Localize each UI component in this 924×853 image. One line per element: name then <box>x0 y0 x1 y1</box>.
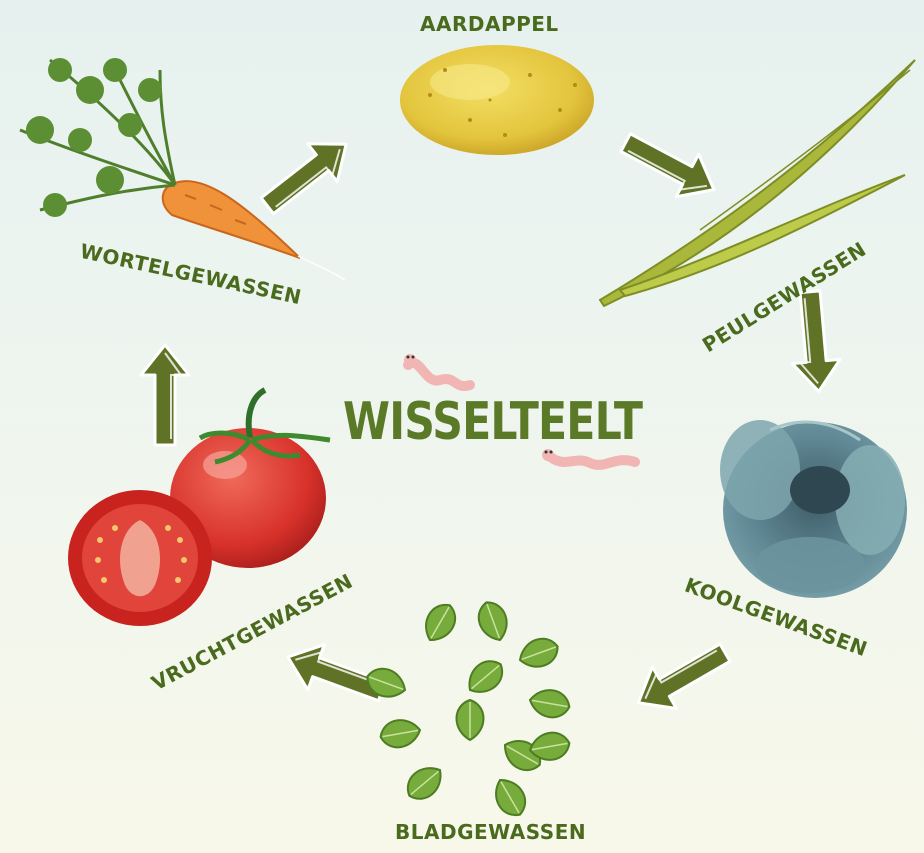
cabbage-image <box>720 420 907 598</box>
spinach-image <box>363 598 572 822</box>
tomato-image <box>68 390 330 626</box>
potato-image <box>400 45 594 155</box>
arrow-root-to-potato <box>253 125 361 224</box>
arrow-legumes-to-cabbage <box>786 290 843 394</box>
label-aardappel: AARDAPPEL <box>420 12 559 36</box>
arrow-potato-to-legumes <box>614 121 725 210</box>
worm-top <box>404 354 470 386</box>
label-bladgewassen: BLADGEWASSEN <box>395 820 586 844</box>
arrow-fruit-to-root <box>141 345 189 445</box>
arrow-cabbage-to-leafy <box>626 632 737 724</box>
beans-image <box>600 60 915 306</box>
diagram-title: WISSELTEELT <box>343 392 605 452</box>
